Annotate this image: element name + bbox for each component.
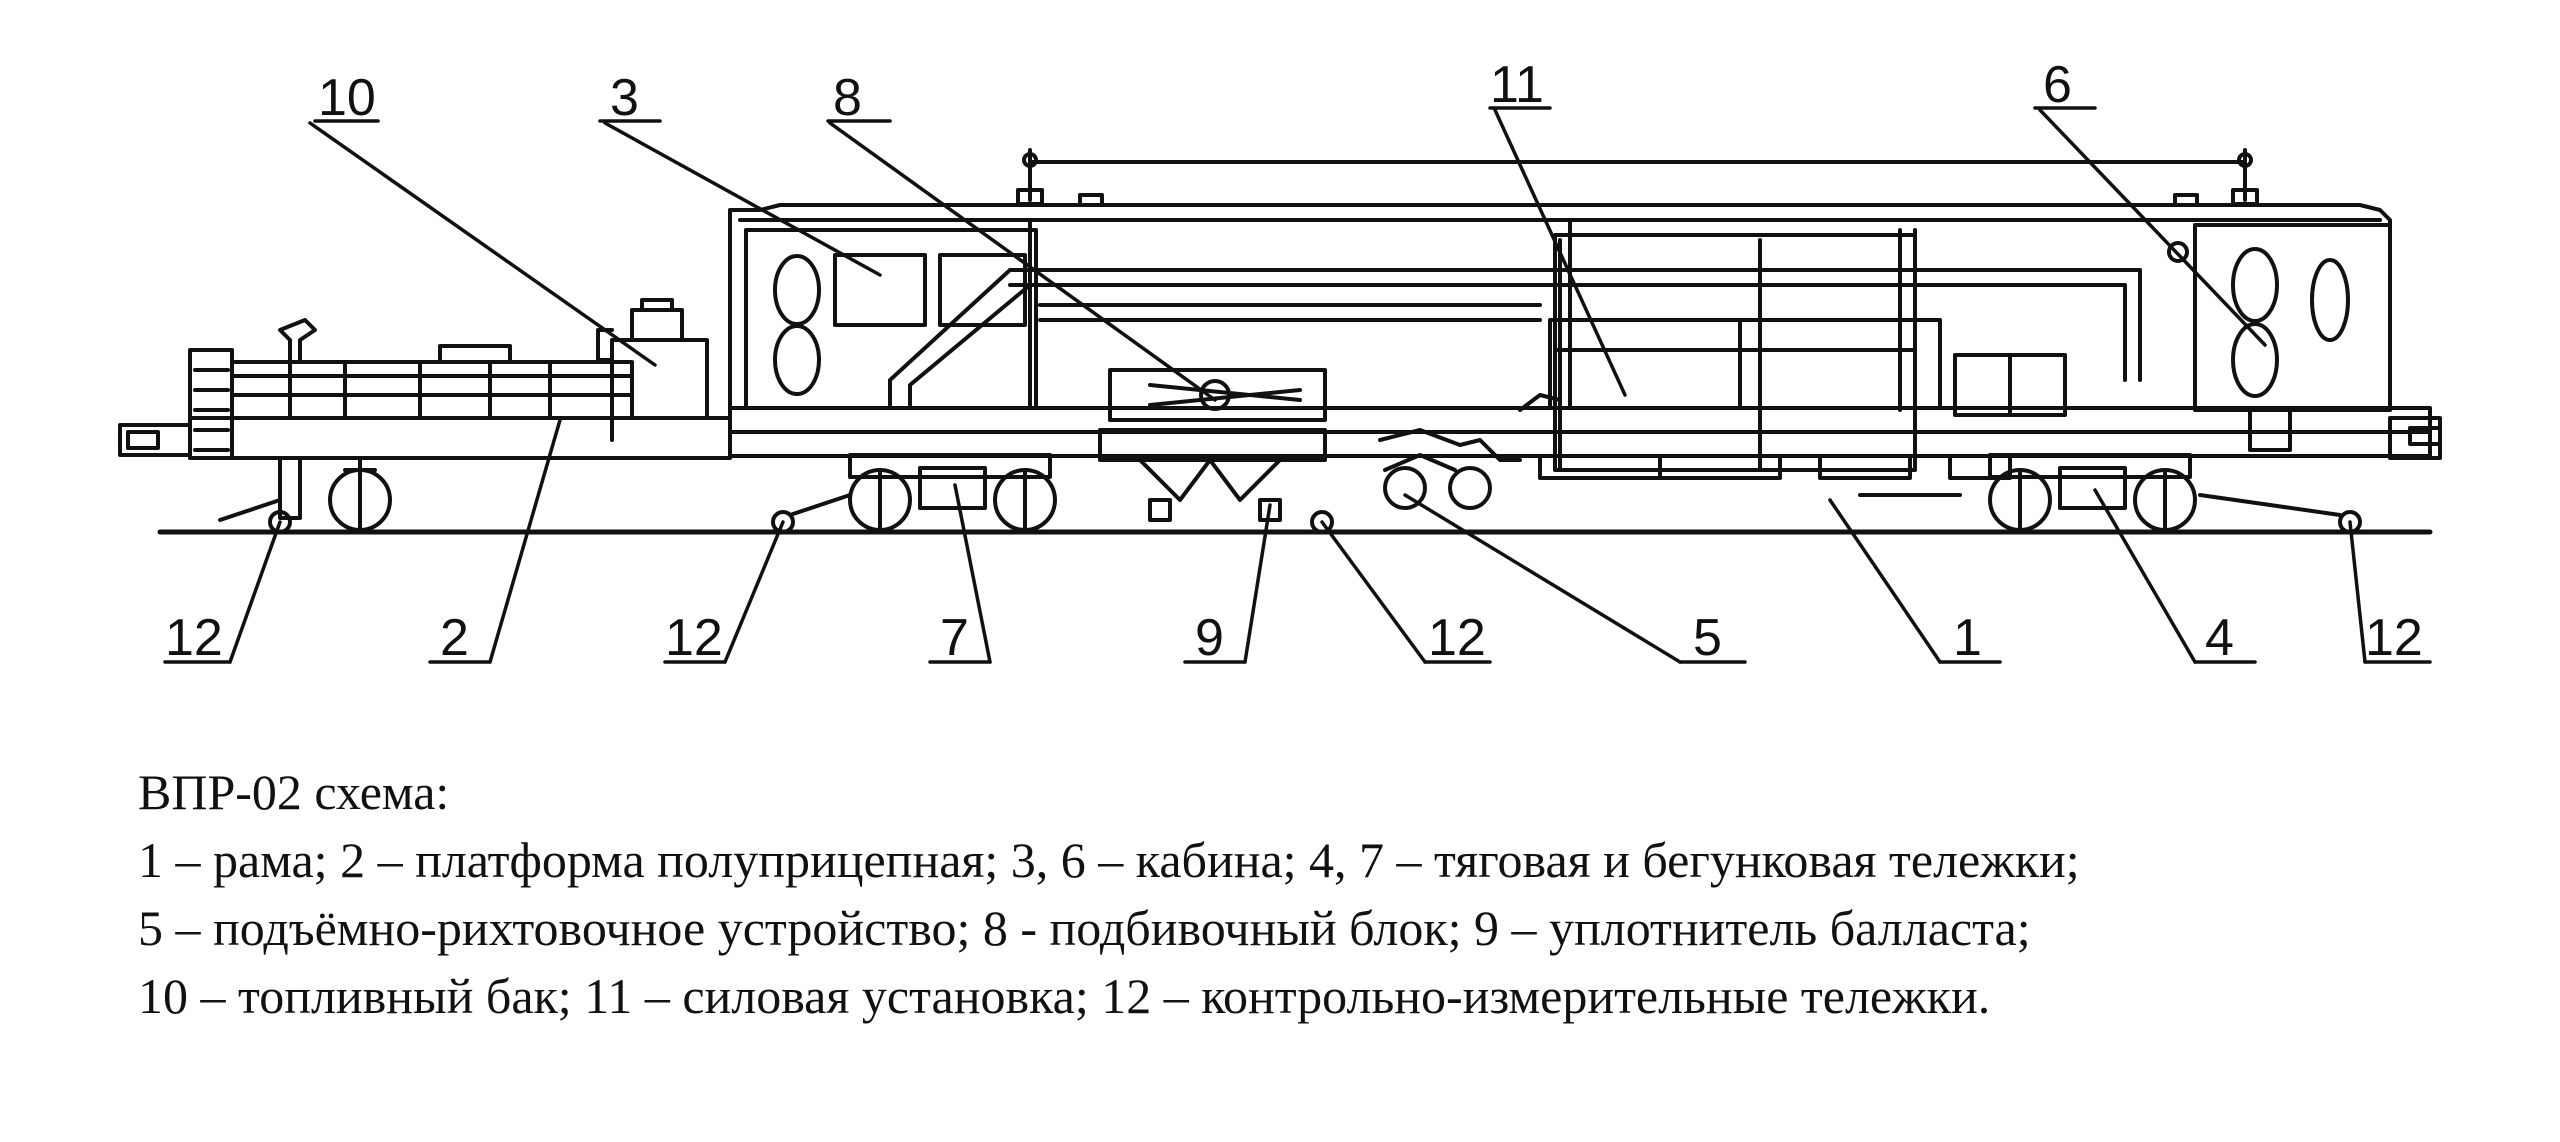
fuel-tank	[596, 298, 709, 442]
coupler-right	[2388, 416, 2442, 460]
callout-1: 1	[1953, 609, 1982, 667]
power-unit	[1553, 233, 1917, 472]
caption-line-3: 10 – топливный бак; 11 – силовая установ…	[138, 968, 1991, 1024]
machine-diagram: 10 3 8 11 6 12 2 12 7 9 12 5 1 4 12	[118, 56, 2442, 667]
caption-line-2: 5 – подъёмно-рихтовочное устройство; 8 -…	[138, 900, 2031, 956]
callout-12-d: 12	[2365, 609, 2423, 667]
callout-6: 6	[2043, 56, 2072, 114]
callout-10: 10	[318, 69, 376, 127]
callout-12-c: 12	[1428, 609, 1486, 667]
callout-7: 7	[940, 609, 969, 667]
pipe-run	[888, 268, 2142, 407]
callout-8: 8	[833, 69, 862, 127]
lifting-lining-device	[1378, 393, 1562, 510]
leader-lines	[163, 106, 2432, 664]
semi-trailer-platform	[118, 344, 732, 460]
bogie-traction	[1988, 453, 2197, 532]
measuring-trolley-wheel-1	[268, 510, 292, 534]
cab-right	[2167, 223, 2392, 452]
callout-12-b: 12	[665, 609, 723, 667]
callout-12-a: 12	[165, 609, 223, 667]
callout-4: 4	[2205, 609, 2234, 667]
roof-rail	[1016, 148, 2259, 207]
platform-wheelset	[218, 456, 392, 532]
caption-line-1: 1 – рама; 2 – платформа полуприцепная; 3…	[138, 832, 2080, 888]
tamping-unit	[1098, 368, 1327, 522]
measuring-link-2	[2198, 493, 2342, 517]
callout-3: 3	[610, 69, 639, 127]
caption-title: ВПР-02 схема:	[138, 764, 450, 820]
measuring-trolley-wheel-3	[1310, 510, 1334, 534]
diagram-caption: ВПР-02 схема: 1 – рама; 2 – платформа по…	[138, 758, 2080, 1030]
bogie-runner	[848, 453, 1057, 532]
callout-11: 11	[1490, 56, 1544, 114]
measuring-trolley-wheel-2	[771, 510, 795, 534]
callout-9: 9	[1195, 609, 1224, 667]
callout-2: 2	[440, 609, 469, 667]
callout-5: 5	[1693, 609, 1722, 667]
measuring-link-1	[788, 493, 852, 517]
platform-pipe	[278, 318, 317, 364]
